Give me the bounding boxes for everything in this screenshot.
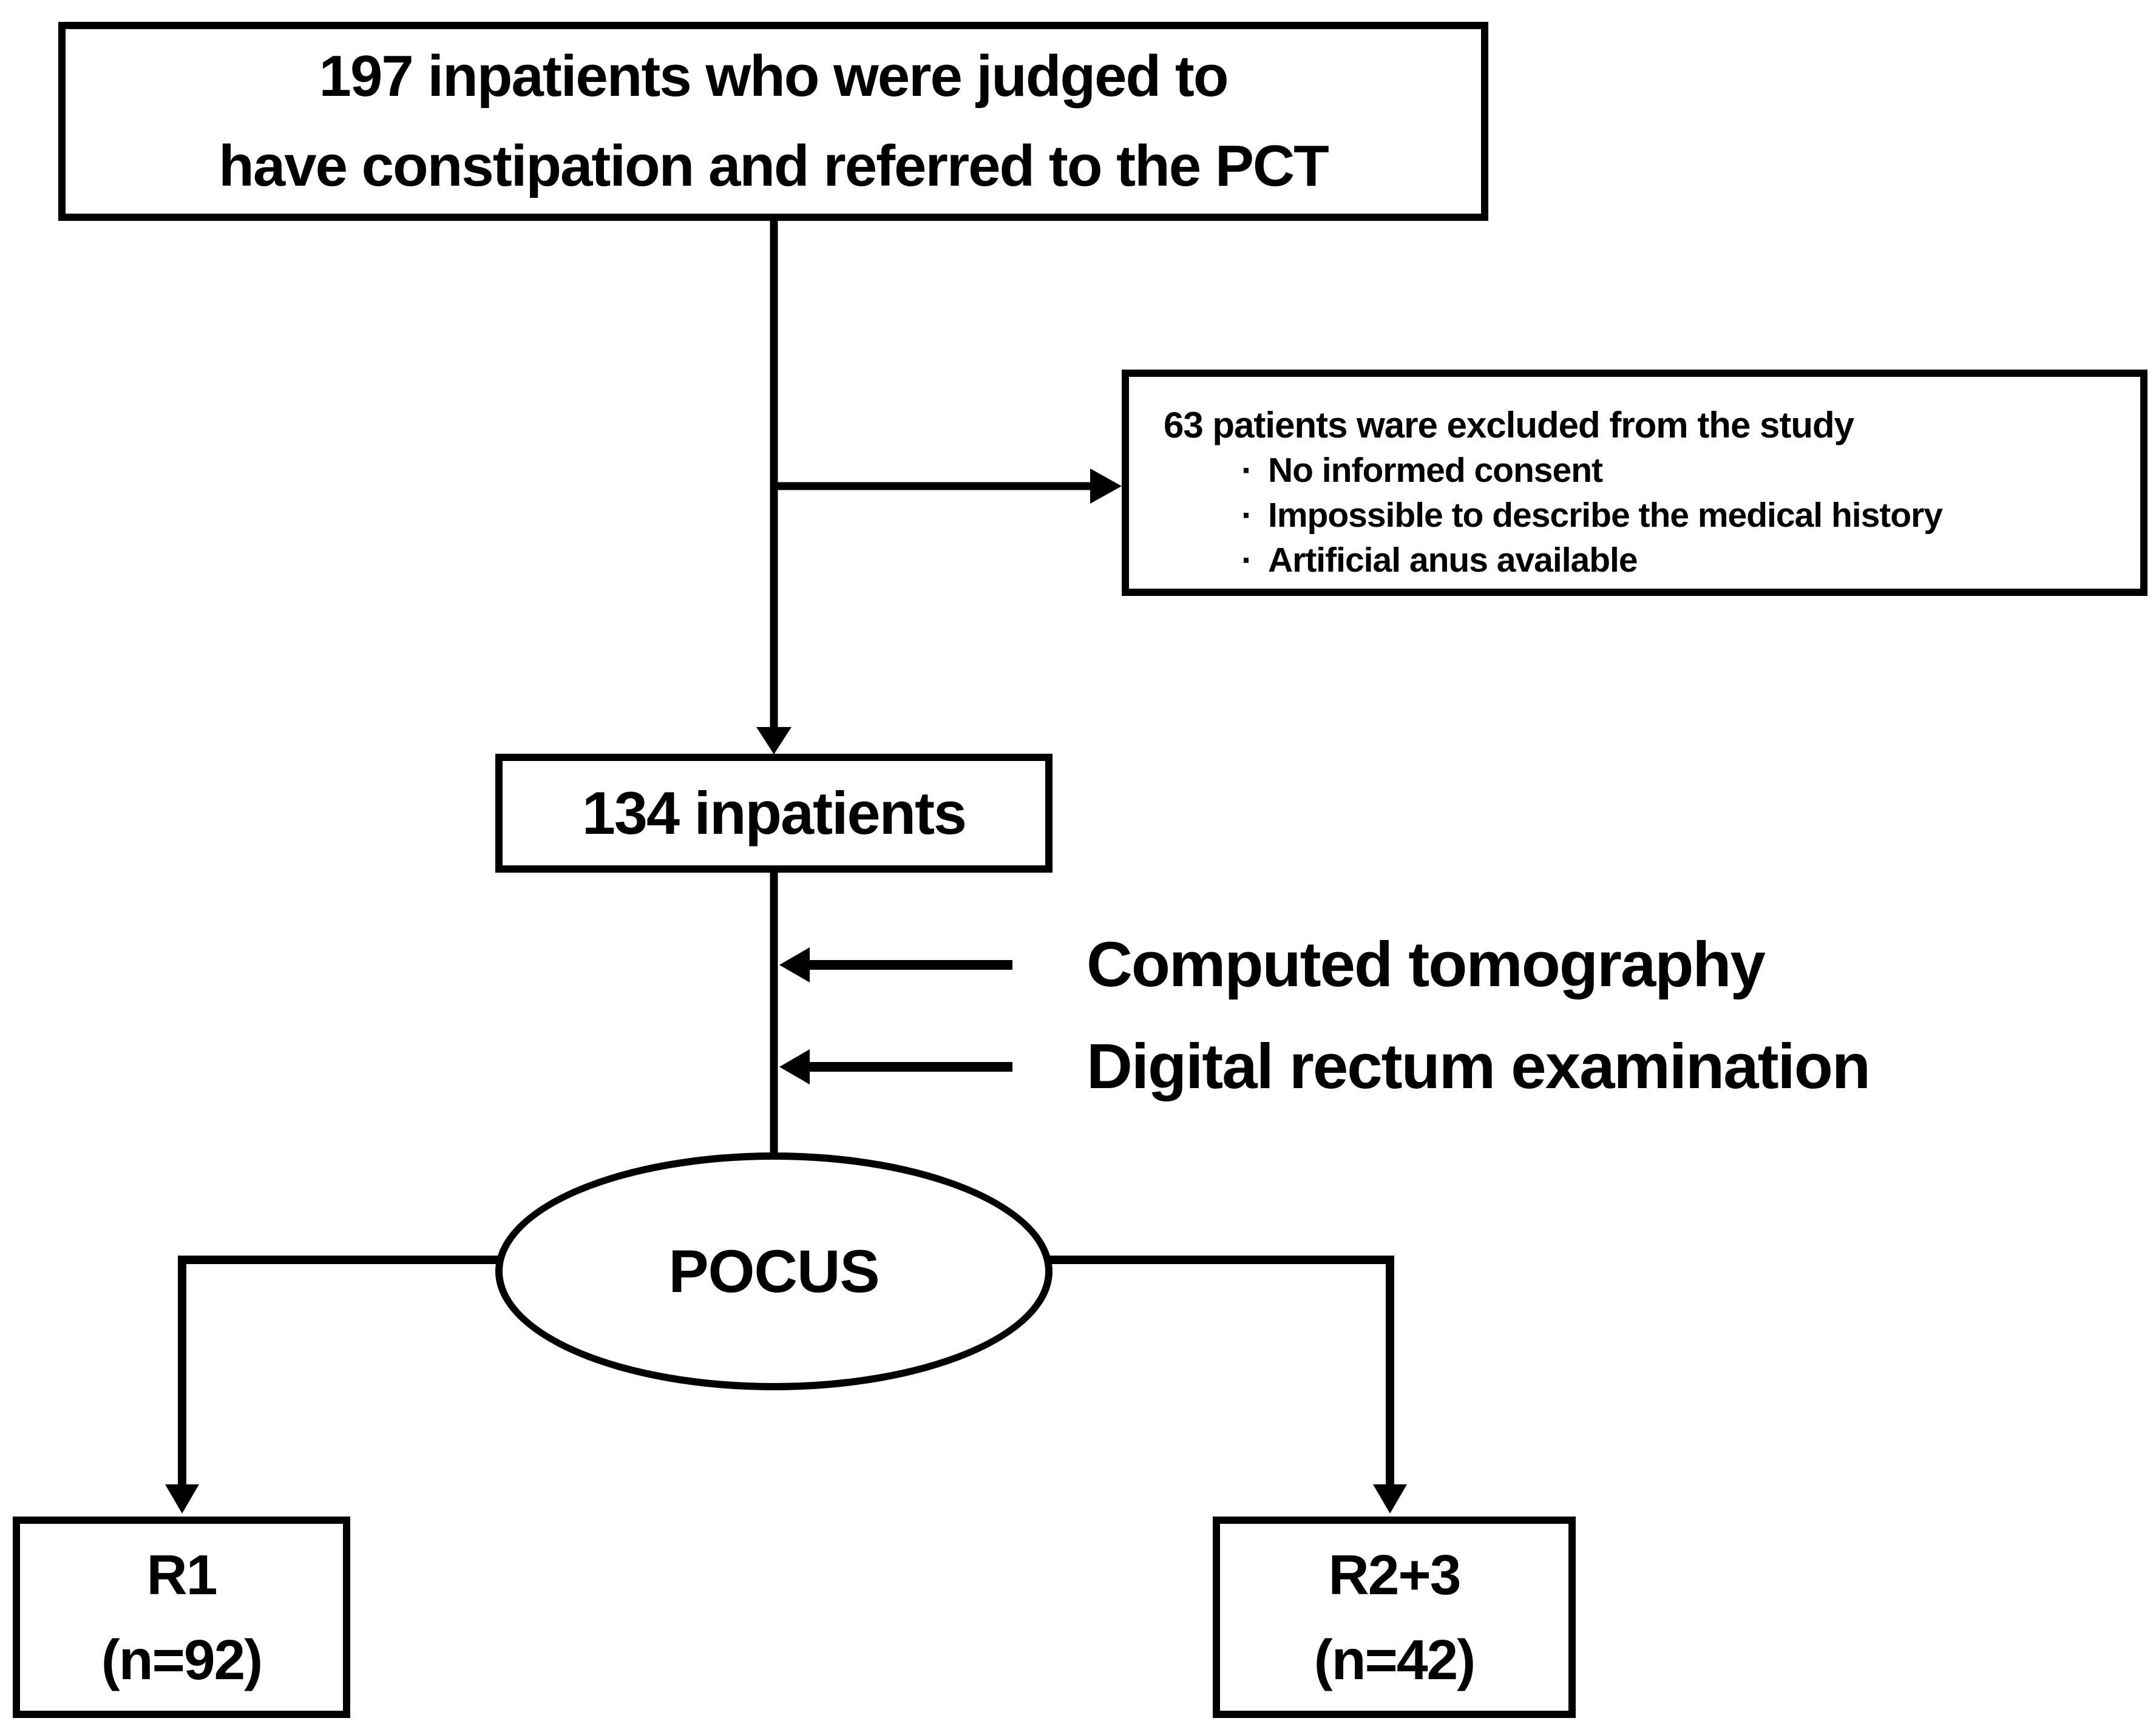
dre-arrowhead xyxy=(779,1049,810,1084)
arrowhead-into-r23-box xyxy=(1373,1484,1407,1513)
r1-label-line-2: (n=92) xyxy=(101,1628,263,1691)
bullet-dot-icon: · xyxy=(1241,496,1253,535)
dre-label: Digital rectum examination xyxy=(1086,1031,1871,1102)
arrowhead-into-exclusion-box xyxy=(1090,468,1122,504)
arrowhead-into-r1-box xyxy=(165,1484,199,1513)
r23-box: R2+3 (n=42) xyxy=(1213,1517,1576,1718)
r1-box: R1 (n=92) xyxy=(13,1517,350,1718)
exclusion-box: 63 patients ware excluded from the study… xyxy=(1122,370,2148,596)
exclusion-title: 63 patients ware excluded from the study xyxy=(1164,405,1854,445)
ct-label: Computed tomography xyxy=(1086,929,1766,1000)
exclusion-bullet-text: Impossible to describe the medical histo… xyxy=(1267,496,1943,535)
exclusion-bullet-text: No informed consent xyxy=(1267,451,1603,490)
left-branch-line xyxy=(178,1256,498,1488)
top-box: 197 inpatients who were judged to have c… xyxy=(58,22,1488,221)
exclusion-bullet-item: · No informed consent xyxy=(1241,448,1603,493)
bullet-dot-icon: · xyxy=(1241,451,1253,490)
top-box-line-1: 197 inpatients who were judged to xyxy=(319,44,1229,109)
r1-label-line-1: R1 xyxy=(146,1543,218,1606)
ct-arrowhead xyxy=(779,947,810,982)
exclusion-bullet-item: · Impossible to describe the medical his… xyxy=(1241,493,1943,538)
r23-label-line-2: (n=42) xyxy=(1314,1628,1476,1691)
exclusion-bullet-item: · Artificial anus available xyxy=(1241,538,1638,583)
r23-label-line-1: R2+3 xyxy=(1328,1543,1462,1606)
pocus-ellipse: POCUS xyxy=(495,1152,1053,1390)
exclusion-bullet-text: Artificial anus available xyxy=(1267,541,1638,580)
inpatients-box: 134 inpatients xyxy=(495,754,1053,873)
inpatients-label: 134 inpatients xyxy=(581,779,967,847)
arrowhead-into-inpatients-box xyxy=(756,727,792,754)
pocus-label: POCUS xyxy=(668,1237,880,1305)
bullet-dot-icon: · xyxy=(1241,541,1253,580)
right-branch-line xyxy=(1050,1256,1394,1488)
top-box-line-2: have constipation and referred to the PC… xyxy=(219,134,1329,198)
